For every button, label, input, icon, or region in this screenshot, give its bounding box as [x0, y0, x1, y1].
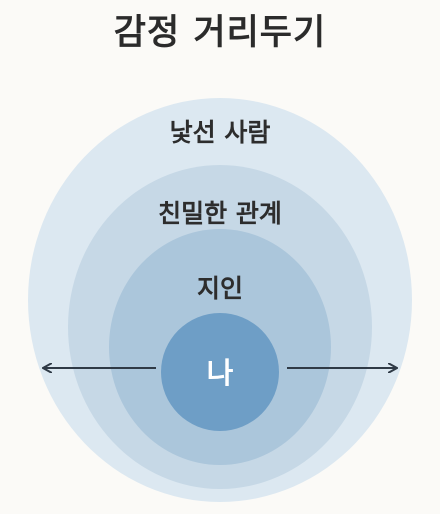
page-title: 감정 거리두기 [113, 13, 327, 53]
ring-label-intimate: 친밀한 관계 [158, 199, 282, 228]
ring-label-me: 나 [207, 356, 234, 390]
ring-label-acquaintances: 지인 [197, 274, 243, 303]
ring-center-me [161, 313, 279, 431]
ring-label-strangers: 낯선 사람 [170, 118, 271, 147]
